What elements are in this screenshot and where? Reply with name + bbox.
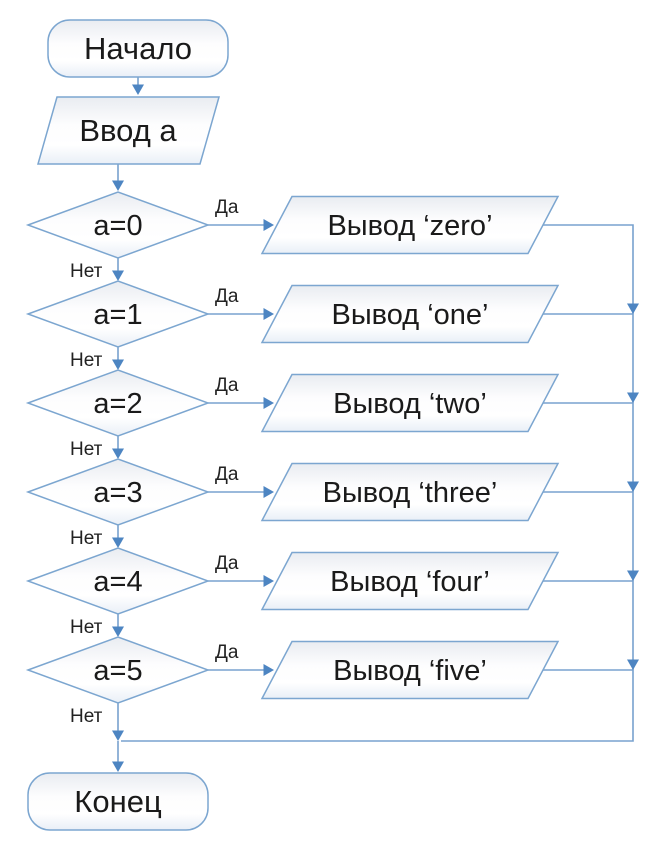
decision-a1-label: a=1: [93, 299, 142, 331]
no-label-a3: Нет: [70, 528, 103, 549]
no-arrowhead-a0: [112, 270, 124, 281]
decision-a1-diamond: [25, 280, 211, 348]
no-label-a2: Нет: [70, 439, 103, 460]
decision-a2-label: a=2: [93, 388, 142, 420]
decision-a2-diamond: [25, 369, 211, 437]
no-label-a1: Нет: [70, 350, 103, 371]
output-three-parallelogram: [260, 462, 560, 522]
start-label: Начало: [84, 31, 192, 66]
input-parallelogram: [37, 96, 220, 165]
row-a5: a=5 Вывод ‘five’ Да Нет: [25, 636, 560, 741]
yes-label-a4: Да: [215, 553, 239, 574]
no-label-a4: Нет: [70, 617, 103, 638]
row-a0: a=0 Вывод ‘zero’ Да Нет: [25, 191, 560, 282]
output-zero-label: Вывод ‘zero’: [327, 210, 492, 242]
yes-label-a2: Да: [215, 375, 239, 396]
no-label-a5: Нет: [70, 706, 103, 727]
no-arrowhead-a2: [112, 448, 124, 459]
decision-a3-diamond: [25, 458, 211, 526]
yes-arrowhead-a4: [263, 575, 274, 587]
decision-a4-label: a=4: [93, 566, 142, 598]
collector-arrowhead-four: [627, 570, 639, 581]
decision-a5-diamond: [25, 636, 211, 704]
arrowhead-input-to-a0: [112, 180, 124, 191]
yes-label-a3: Да: [215, 464, 239, 485]
yes-arrowhead-a3: [263, 486, 274, 498]
no-arrowhead-a5: [112, 730, 124, 741]
yes-label-a1: Да: [215, 286, 239, 307]
connectors: [112, 77, 639, 772]
decision-a3-label: a=3: [93, 477, 142, 509]
collector-arrowhead-three: [627, 481, 639, 492]
arrowhead-into-end: [112, 761, 124, 772]
output-five-parallelogram: [260, 640, 560, 700]
output-two-label: Вывод ‘two’: [333, 388, 487, 420]
yes-label-a5: Да: [215, 642, 239, 663]
decision-a0-diamond: [25, 191, 211, 259]
decision-a0-label: a=0: [93, 210, 142, 242]
yes-arrowhead-a5: [263, 664, 274, 676]
row-a1: a=1 Вывод ‘one’ Да Нет: [25, 280, 560, 371]
collector-arrowhead-one: [627, 303, 639, 314]
output-four-label: Вывод ‘four’: [330, 566, 490, 598]
no-label-a0: Нет: [70, 261, 103, 282]
no-arrowhead-a1: [112, 359, 124, 370]
row-a3: a=3 Вывод ‘three’ Да Нет: [25, 458, 560, 549]
output-three-label: Вывод ‘three’: [323, 477, 498, 509]
row-a4: a=4 Вывод ‘four’ Да Нет: [25, 547, 560, 638]
start-terminator: [47, 19, 229, 78]
row-a2: a=2 Вывод ‘two’ Да Нет: [25, 369, 560, 460]
no-arrowhead-a4: [112, 626, 124, 637]
output-five-label: Вывод ‘five’: [333, 655, 487, 687]
output-one-label: Вывод ‘one’: [331, 299, 488, 331]
node-end: Конец: [27, 772, 209, 831]
collector-arrowhead-two: [627, 392, 639, 403]
collector-arrowhead-five: [627, 659, 639, 670]
yes-label-a0: Да: [215, 197, 239, 218]
end-terminator: [27, 772, 209, 831]
output-one-parallelogram: [260, 284, 560, 344]
output-two-parallelogram: [260, 373, 560, 433]
node-start: Начало: [47, 19, 229, 78]
output-zero-parallelogram: [260, 195, 560, 255]
output-four-parallelogram: [260, 551, 560, 611]
no-arrowhead-a3: [112, 537, 124, 548]
yes-arrowhead-a1: [263, 308, 274, 320]
yes-arrowhead-a0: [263, 219, 274, 231]
decision-a5-label: a=5: [93, 655, 142, 687]
arrowhead-start-to-input: [132, 84, 144, 95]
yes-arrowhead-a2: [263, 397, 274, 409]
end-label: Конец: [74, 784, 162, 819]
input-label: Ввод a: [79, 113, 177, 148]
node-input: Ввод a: [37, 96, 220, 165]
decision-a4-diamond: [25, 547, 211, 615]
